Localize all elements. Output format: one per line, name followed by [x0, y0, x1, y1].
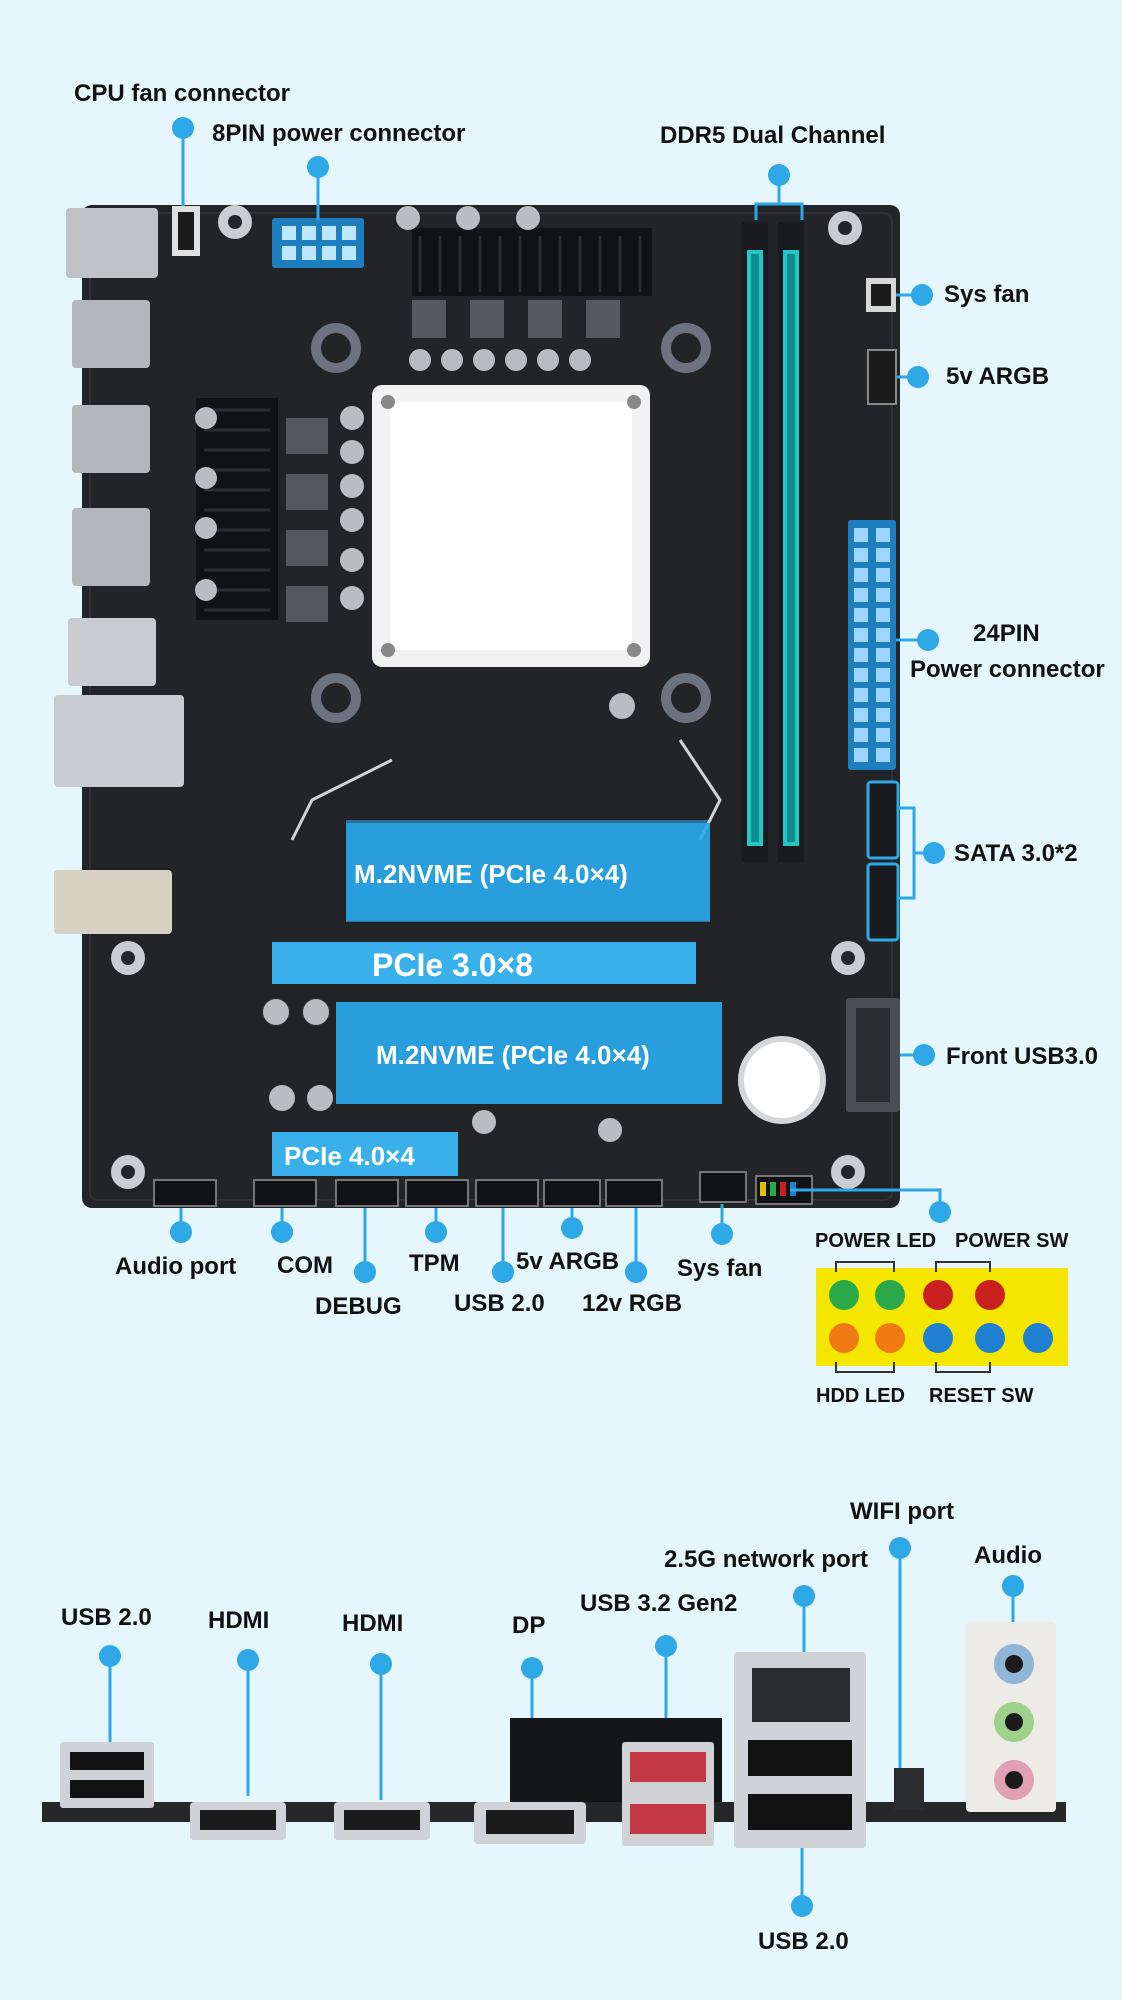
- label-io-hdmi-2: HDMI: [342, 1610, 404, 1637]
- pin-power-sw-1: [923, 1280, 953, 1310]
- pcie-x8-slot: PCIe 3.0×8: [272, 942, 696, 984]
- pcie-x4-slot: PCIe 4.0×4: [272, 1132, 458, 1176]
- callout-dot: [561, 1217, 583, 1239]
- callout-dot: [929, 1201, 951, 1223]
- callout-dot: [889, 1537, 911, 1559]
- label-debug: DEBUG: [315, 1293, 402, 1320]
- callout-dot: [99, 1645, 121, 1667]
- connector-sata-1: [866, 780, 900, 860]
- label-reset-sw: RESET SW: [929, 1385, 1034, 1407]
- callout-dot: [271, 1221, 293, 1243]
- label-argb-bottom: 5v ARGB: [516, 1248, 620, 1275]
- pin-power-sw-2: [975, 1280, 1005, 1310]
- pin-reset-sw-1: [923, 1323, 953, 1353]
- callout-dot: [170, 1221, 192, 1243]
- callout-dot: [911, 284, 933, 306]
- label-cpu-fan: CPU fan connector: [74, 80, 291, 107]
- label-power-sw: POWER SW: [955, 1230, 1069, 1252]
- callout-dot: [791, 1895, 813, 1917]
- callout-dot: [793, 1585, 815, 1607]
- callout-dot: [370, 1653, 392, 1675]
- callout-dot: [425, 1221, 447, 1243]
- callout-dot: [172, 117, 194, 139]
- io-hdmi-1: [72, 300, 150, 368]
- io-audio-jacks: [54, 870, 172, 934]
- callout-dot: [492, 1261, 514, 1283]
- label-hdd-led: HDD LED: [816, 1385, 905, 1407]
- callout-dot: [1002, 1575, 1024, 1597]
- pin-key: [1023, 1323, 1053, 1353]
- io-usb32: [68, 618, 156, 686]
- pin-hdd-led-minus: [875, 1323, 905, 1353]
- pin-power-led-plus: [829, 1280, 859, 1310]
- header-argb-right: [867, 349, 897, 405]
- ram-slots: [742, 222, 804, 862]
- front-panel-diagram: [816, 1261, 1068, 1373]
- label-io-usb32: USB 3.2 Gen2: [580, 1590, 738, 1617]
- label-io-wifi: WIFI port: [850, 1498, 954, 1525]
- callout-dot: [354, 1261, 376, 1283]
- label-io-network: 2.5G network port: [664, 1546, 869, 1573]
- label-usb20-header: USB 2.0: [454, 1290, 545, 1317]
- callout-dot: [768, 164, 790, 186]
- callout-dot: [711, 1223, 733, 1245]
- label-io-audio: Audio: [974, 1542, 1042, 1569]
- label-sata: SATA 3.0*2: [954, 840, 1078, 867]
- connector-sata-2: [866, 862, 900, 942]
- pin-reset-sw-2: [975, 1323, 1005, 1353]
- label-sys-fan-bottom: Sys fan: [677, 1255, 763, 1282]
- callout-dot: [521, 1657, 543, 1679]
- io-lan-usb: [54, 695, 184, 787]
- label-sys-fan-right: Sys fan: [944, 281, 1030, 308]
- connector-24pin: [848, 520, 896, 770]
- callout-dot: [923, 842, 945, 864]
- callout-dot: [655, 1635, 677, 1657]
- pin-hdd-led-plus: [829, 1323, 859, 1353]
- m2-slot-bottom: M.2NVME (PCIe 4.0×4): [336, 1002, 722, 1104]
- callout-dot: [237, 1649, 259, 1671]
- connector-8pin: [272, 218, 364, 268]
- io-hdmi-2: [72, 405, 150, 473]
- label-ddr5: DDR5 Dual Channel: [660, 122, 886, 149]
- io-usb-stack: [66, 208, 158, 278]
- label-argb-right: 5v ARGB: [946, 363, 1050, 390]
- io-dp: [72, 508, 150, 586]
- label-io-usb20-bottom: USB 2.0: [758, 1928, 849, 1955]
- callout-dot: [913, 1044, 935, 1066]
- rear-io-panel: [42, 1622, 1066, 1848]
- m2-slot-bottom-label: M.2NVME (PCIe 4.0×4): [376, 1040, 650, 1070]
- label-power-led: POWER LED: [815, 1230, 937, 1252]
- callout-dot: [917, 629, 939, 651]
- label-audio-port: Audio port: [115, 1253, 237, 1280]
- rear-usb20-left: [60, 1742, 154, 1808]
- label-24pin-line1: 24PIN: [973, 620, 1040, 647]
- m2-slot-top: M.2NVME (PCIe 4.0×4): [346, 823, 710, 921]
- m2-slot-top-label: M.2NVME (PCIe 4.0×4): [354, 859, 628, 889]
- pcie-x4-slot-label: PCIe 4.0×4: [284, 1141, 415, 1171]
- label-12v-rgb: 12v RGB: [582, 1290, 683, 1317]
- label-io-usb20-left: USB 2.0: [61, 1604, 152, 1631]
- callout-dot: [907, 366, 929, 388]
- label-tpm: TPM: [409, 1250, 460, 1277]
- label-8pin-power: 8PIN power connector: [212, 120, 466, 147]
- pcie-x8-slot-label: PCIe 3.0×8: [372, 947, 533, 983]
- pin-power-led-minus: [875, 1280, 905, 1310]
- rear-wifi: [894, 1768, 924, 1810]
- label-com: COM: [277, 1252, 333, 1279]
- label-front-usb3: Front USB3.0: [946, 1043, 1099, 1070]
- label-io-hdmi-1: HDMI: [208, 1607, 270, 1634]
- callout-dot: [625, 1261, 647, 1283]
- label-io-dp: DP: [512, 1612, 546, 1639]
- callout-dot: [307, 156, 329, 178]
- label-24pin-line2: Power connector: [910, 656, 1105, 683]
